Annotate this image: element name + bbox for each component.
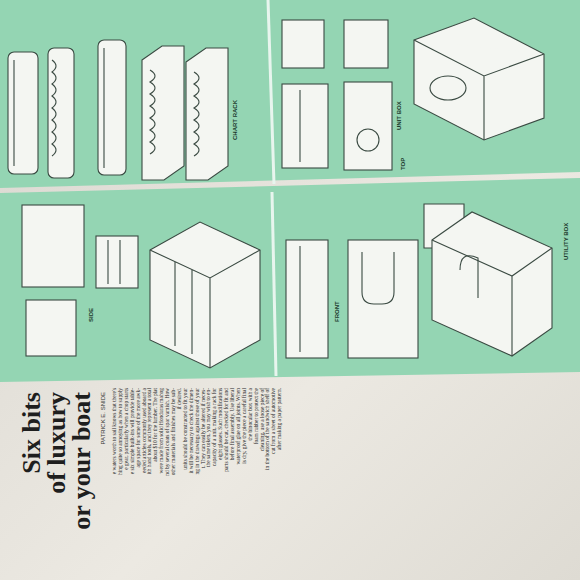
body-text: the same token, you may wish to en- xyxy=(206,388,212,578)
body-text: e six simple built-ins will provide tabl… xyxy=(130,388,136,578)
body-text: t. They can easily be altered if neces- xyxy=(201,388,207,578)
title-line: of luxury xyxy=(43,392,70,578)
body-text: e gear, particularly when a chop starts xyxy=(124,388,130,578)
body-text: if desired. xyxy=(177,388,183,578)
body-text: ng in the drawings against those of your xyxy=(195,388,201,578)
panel-label: UNIT BOX xyxy=(396,80,402,130)
green-panel xyxy=(0,0,580,188)
body-text: nd by several coats of spar varnish. How xyxy=(165,388,171,578)
body-text: units should be constructed to fit your xyxy=(183,388,189,578)
body-text: after making a paper pattern. xyxy=(277,388,283,578)
body-text: the binocular box with a xyxy=(248,388,254,578)
panel-label: UTILITY BOX xyxy=(563,200,569,260)
body-text: about $10 for the lumber. The plat xyxy=(153,388,159,578)
body-text: eeded articles commonly used aboard a xyxy=(142,388,148,578)
byline: PATRICK E. SNIDE xyxy=(100,392,106,578)
body-text: capacity of a unit, making a rack for xyxy=(212,388,218,578)
title-line: Six bits xyxy=(18,392,45,578)
body-text: is dry, give the piece a careful final xyxy=(242,388,248,578)
panel-label: CHART RACK xyxy=(232,80,238,140)
body-text: eight glasses. Such modifications xyxy=(218,388,224,578)
view-label: TOP xyxy=(400,150,406,170)
panel-divider xyxy=(272,192,276,376)
body-text: parts should be cut, checked for fit and xyxy=(224,388,230,578)
body-text: e waters worth to sail knows that there'… xyxy=(112,388,118,578)
body-text: age space for some of the more awk- xyxy=(136,388,142,578)
body-text: cut from a sheet of automotive xyxy=(271,388,277,578)
green-panel xyxy=(0,178,580,382)
view-label: SIDE xyxy=(88,296,94,322)
body-text: it will be necessary to check the dimen- xyxy=(189,388,195,578)
body-text: ith hand tools, and they represent a tot… xyxy=(147,388,153,578)
view-label: FRONT xyxy=(334,290,340,322)
body-text: before final assembly. Use liberal xyxy=(230,388,236,578)
body-text: hing quite so annoying as how to supply xyxy=(118,388,124,578)
rack-drawings xyxy=(8,18,552,368)
body-text: in the bottom of the sandwich shelf of xyxy=(265,388,271,578)
body-text: cleaning, use a loose piece of xyxy=(260,388,266,578)
body-text: foam rubber to protect the xyxy=(254,388,260,578)
body-text: waterproof glue on all joints. When xyxy=(236,388,242,578)
title-line: or your boat xyxy=(68,392,95,578)
panel-divider xyxy=(268,0,274,184)
body-text: other materials and finishes may be sub- xyxy=(171,388,177,578)
body-text: were made from solid Honduras mahog xyxy=(159,388,165,578)
